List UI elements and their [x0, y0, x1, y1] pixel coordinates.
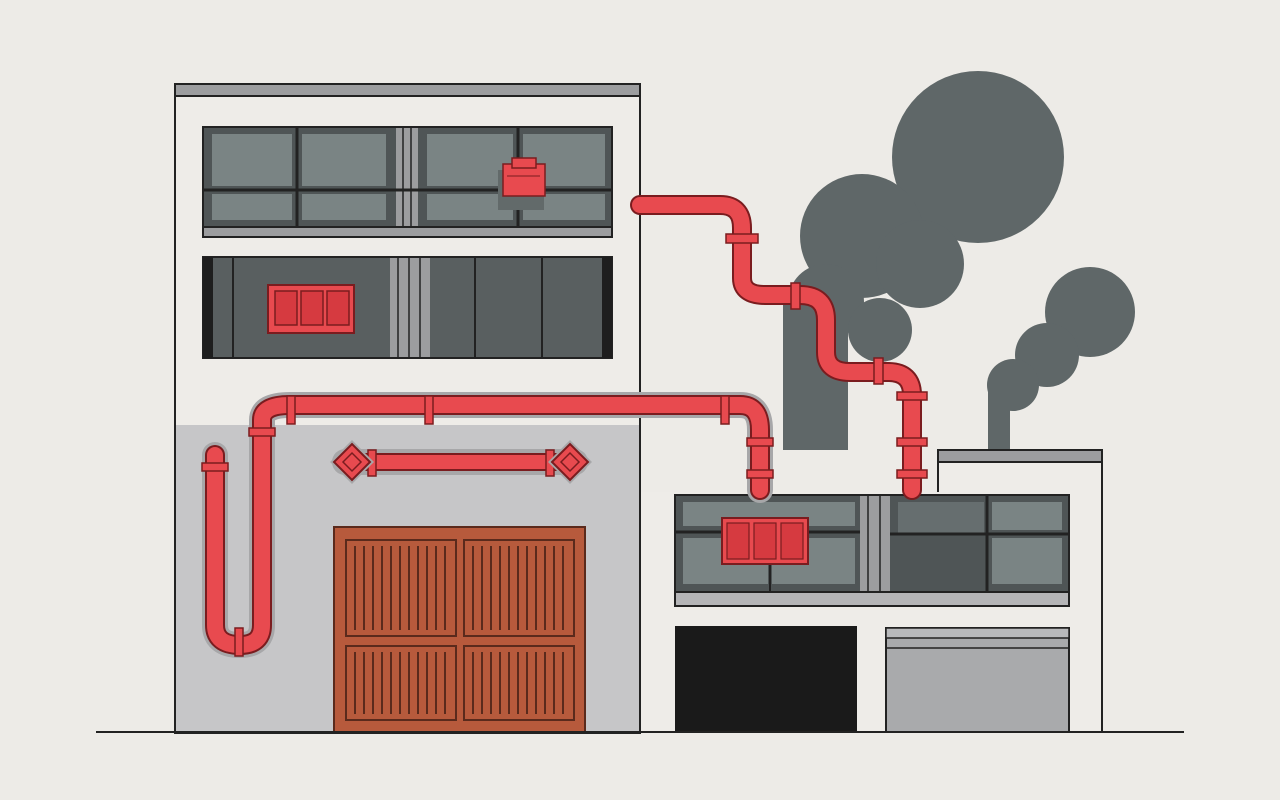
annex-window-band [674, 494, 1070, 607]
pipe-flanges [201, 233, 928, 657]
diamond-valve-right [548, 440, 592, 484]
red-pipe-network [205, 195, 922, 655]
roof-trim [174, 83, 641, 97]
middle-window-band [202, 256, 613, 359]
dark-garage-opening [675, 626, 857, 732]
gray-roller-shutter [885, 627, 1070, 733]
diamond-valve-left [330, 440, 374, 484]
warehouse-door [333, 526, 586, 733]
upper-window-band [202, 126, 613, 238]
smoke-plume-small [987, 267, 1135, 453]
